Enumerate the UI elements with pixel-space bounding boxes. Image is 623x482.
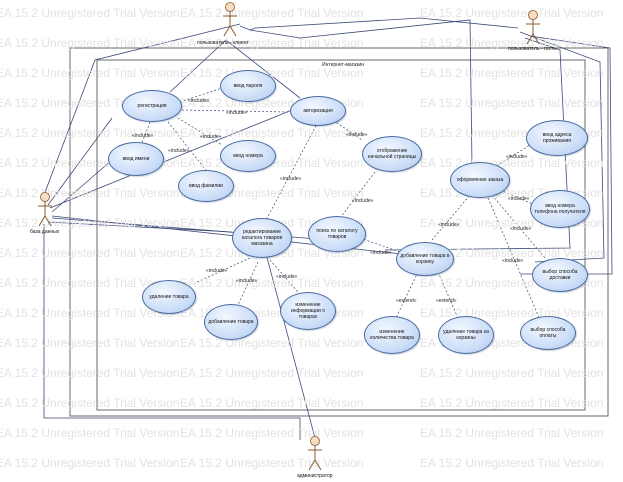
usecase-surname[interactable]: ввод фамилии — [178, 170, 234, 202]
system-boundary-inner — [96, 59, 586, 411]
usecase-label: ввод фамилии — [189, 183, 223, 189]
stereotype-label: «include» — [280, 176, 302, 182]
usecase-remove-cart[interactable]: удаление товара из корзины — [438, 316, 494, 354]
stereotype-label: «include» — [168, 148, 190, 154]
stereotype-label: «include» — [206, 268, 228, 274]
stereotype-label: «extend» — [396, 298, 417, 304]
stereotype-label: «include» — [188, 98, 210, 104]
stereotype-label: «include» — [370, 250, 392, 256]
actor-database[interactable] — [37, 192, 53, 228]
stereotype-label: «extend» — [436, 298, 457, 304]
usecase-password[interactable]: ввод пароля — [220, 70, 276, 102]
actor-database-label: база данных — [30, 229, 60, 235]
usecase-label: авторизация — [303, 108, 333, 114]
actor-guest[interactable] — [525, 10, 541, 46]
usecase-start-page[interactable]: отображение начальной страницы — [362, 136, 422, 172]
stereotype-label: «include» — [502, 258, 524, 264]
usecase-registration[interactable]: регистрация — [122, 90, 182, 122]
usecase-label: добавление товара — [208, 319, 254, 325]
usecase-label: ввод адреса проживания — [542, 132, 572, 144]
usecase-catalog-edit[interactable]: редактирование каталога товаров магазина — [232, 218, 292, 258]
usecase-label: удаление товара — [149, 294, 189, 300]
usecase-label: редактирование каталога товаров магазина — [241, 229, 283, 247]
usecase-edit-item[interactable]: изменение информации о товарах — [280, 292, 336, 330]
stereotype-label: «include» — [510, 226, 532, 232]
actor-client-label: пользователь - клиент — [197, 40, 249, 46]
usecase-label: добавление товара в корзину — [400, 253, 450, 265]
actor-icon — [223, 2, 237, 37]
usecase-label: выбор способа доставки — [542, 269, 578, 281]
usecase-search[interactable]: поиск по каталогу товаров — [308, 216, 366, 252]
stereotype-label: «include» — [508, 196, 530, 202]
system-name: Интернет-магазин — [322, 62, 364, 68]
usecase-label: ввод имени — [122, 156, 150, 162]
usecase-label: изменение информации о товарах — [290, 302, 326, 320]
usecase-label: ввод номера — [233, 153, 263, 159]
actor-client[interactable] — [222, 2, 238, 38]
stereotype-label: «include» — [438, 222, 460, 228]
stereotype-label: «include» — [276, 274, 298, 280]
stereotype-label: «include» — [346, 132, 368, 138]
usecase-label: ввод пароля — [233, 83, 263, 89]
actor-icon — [308, 436, 322, 471]
usecase-delete-item[interactable]: удаление товара — [142, 280, 196, 314]
usecase-auth[interactable]: авторизация — [290, 96, 346, 126]
usecase-label: изменение количества товара — [370, 329, 414, 341]
usecase-label: отображение начальной страницы — [367, 148, 417, 160]
actor-icon — [38, 192, 52, 227]
usecase-label: поиск по каталогу товаров — [316, 228, 358, 240]
usecase-address[interactable]: ввод адреса проживания — [526, 120, 588, 156]
stereotype-label: «include» — [236, 278, 258, 284]
usecase-payment[interactable]: выбор способа оплаты — [520, 316, 576, 350]
usecase-label: оформление заказа — [456, 177, 504, 183]
usecase-add-item[interactable]: добавление товара — [204, 304, 258, 340]
actor-guest-label: пользователь - гость — [508, 46, 556, 52]
usecase-phone[interactable]: ввод номера — [220, 140, 276, 172]
stereotype-label: «include» — [132, 133, 154, 139]
usecase-pay-phone[interactable]: ввод номера телефона получателя — [530, 190, 590, 228]
stereotype-label: «include» — [226, 110, 248, 116]
usecase-quantity[interactable]: изменение количества товара — [364, 316, 420, 354]
system-boundary-outer — [69, 47, 609, 417]
usecase-label: ввод номера телефона получателя — [534, 203, 586, 215]
stereotype-label: «include» — [506, 154, 528, 160]
usecase-checkout[interactable]: оформление заказа — [450, 162, 510, 198]
stereotype-label: «include» — [200, 134, 222, 140]
usecase-name[interactable]: ввод имени — [108, 142, 164, 176]
stereotype-label: «include» — [352, 198, 374, 204]
actor-icon — [526, 10, 540, 45]
usecase-label: выбор способа оплаты — [530, 327, 566, 339]
actor-admin[interactable] — [307, 436, 323, 472]
actor-admin-label: администратор — [297, 473, 333, 479]
usecase-label: регистрация — [137, 103, 167, 109]
usecase-delivery[interactable]: выбор способа доставки — [532, 258, 588, 292]
usecase-label: удаление товара из корзины — [443, 329, 489, 341]
dependency-lines — [139, 87, 546, 321]
usecase-add-cart[interactable]: добавление товара в корзину — [396, 242, 454, 276]
